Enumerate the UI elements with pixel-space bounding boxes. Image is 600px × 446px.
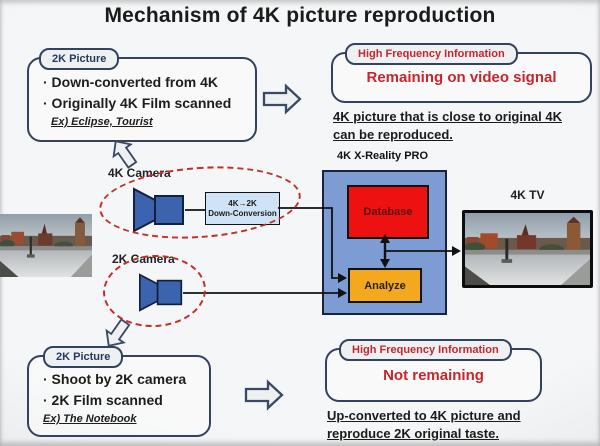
down-conversion-line1: 4K→2K (228, 198, 257, 208)
callout-high-freq-top: High Frequency Information Remaining on … (331, 43, 592, 103)
tv-label: 4K TV (510, 188, 545, 202)
camera-2k-label: 2K Camera (112, 252, 175, 266)
example-eclipse-tourist: Ex) Eclipse, Tourist (51, 116, 153, 128)
slide-title: Mechanism of 4K picture reproduction (104, 4, 496, 27)
database-box: Database (347, 185, 429, 239)
arrowhead-to-tv (452, 246, 461, 256)
callout-high-freq-bottom: High Frequency Information Not remaining (325, 339, 542, 402)
bullet-2k-film-scanned: · 2K Film scanned (43, 392, 163, 408)
source-scene-photo (0, 214, 92, 277)
note-close-to-original: 4K picture that is close to original 4K … (333, 108, 562, 143)
tab-high-frequency-top: High Frequency Information (345, 43, 518, 65)
tv-screen (462, 210, 593, 288)
example-the-notebook: Ex) The Notebook (43, 413, 137, 425)
callout-2k-picture-top: 2K Picture · Down-converted from 4K · Or… (27, 48, 257, 142)
note-up-converted-line2: reproduce 2K original taste. (327, 425, 499, 441)
bullet-originally-4k-film: · Originally 4K Film scanned (43, 95, 232, 111)
headline-not-remaining: Not remaining (383, 367, 484, 384)
tab-2k-picture-top: 2K Picture (39, 48, 120, 70)
down-conversion-box: 4K→2K Down-Conversion (205, 192, 280, 225)
callout-2k-picture-top-text: · Down-converted from 4K · Originally 4K… (43, 72, 231, 130)
hollow-arrow-right-bottom-icon (244, 379, 284, 411)
xreality-pro-label: 4K X-Reality PRO (336, 150, 429, 162)
bullet-down-converted: · Down-converted from 4K (43, 74, 219, 90)
xreality-pro-box: Database Analyze (322, 170, 447, 315)
hollow-arrow-right-top-icon (262, 83, 302, 115)
note-close-to-original-line2: can be reproduced. (333, 126, 453, 142)
note-up-converted-line1: Up-converted to 4K picture and (327, 408, 521, 423)
tab-2k-picture-bottom: 2K Picture (43, 346, 124, 368)
callout-2k-picture-bottom-text: · Shoot by 2K camera · 2K Film scanned E… (43, 369, 186, 427)
headline-remaining: Remaining on video signal (366, 69, 557, 86)
tv-picture (465, 213, 590, 285)
bullet-shoot-by-2k: · Shoot by 2K camera (43, 371, 187, 387)
down-conversion-line2: Down-Conversion (208, 208, 277, 218)
tab-high-frequency-bottom: High Frequency Information (339, 339, 512, 361)
note-close-to-original-line1: 4K picture that is close to original 4K (333, 109, 562, 124)
callout-2k-picture-bottom: 2K Picture · Shoot by 2K camera · 2K Fil… (27, 346, 211, 437)
note-up-converted: Up-converted to 4K picture and reproduce… (327, 407, 521, 442)
camera-4k-label: 4K Camera (108, 166, 171, 180)
analyze-box: Analyze (348, 268, 422, 303)
